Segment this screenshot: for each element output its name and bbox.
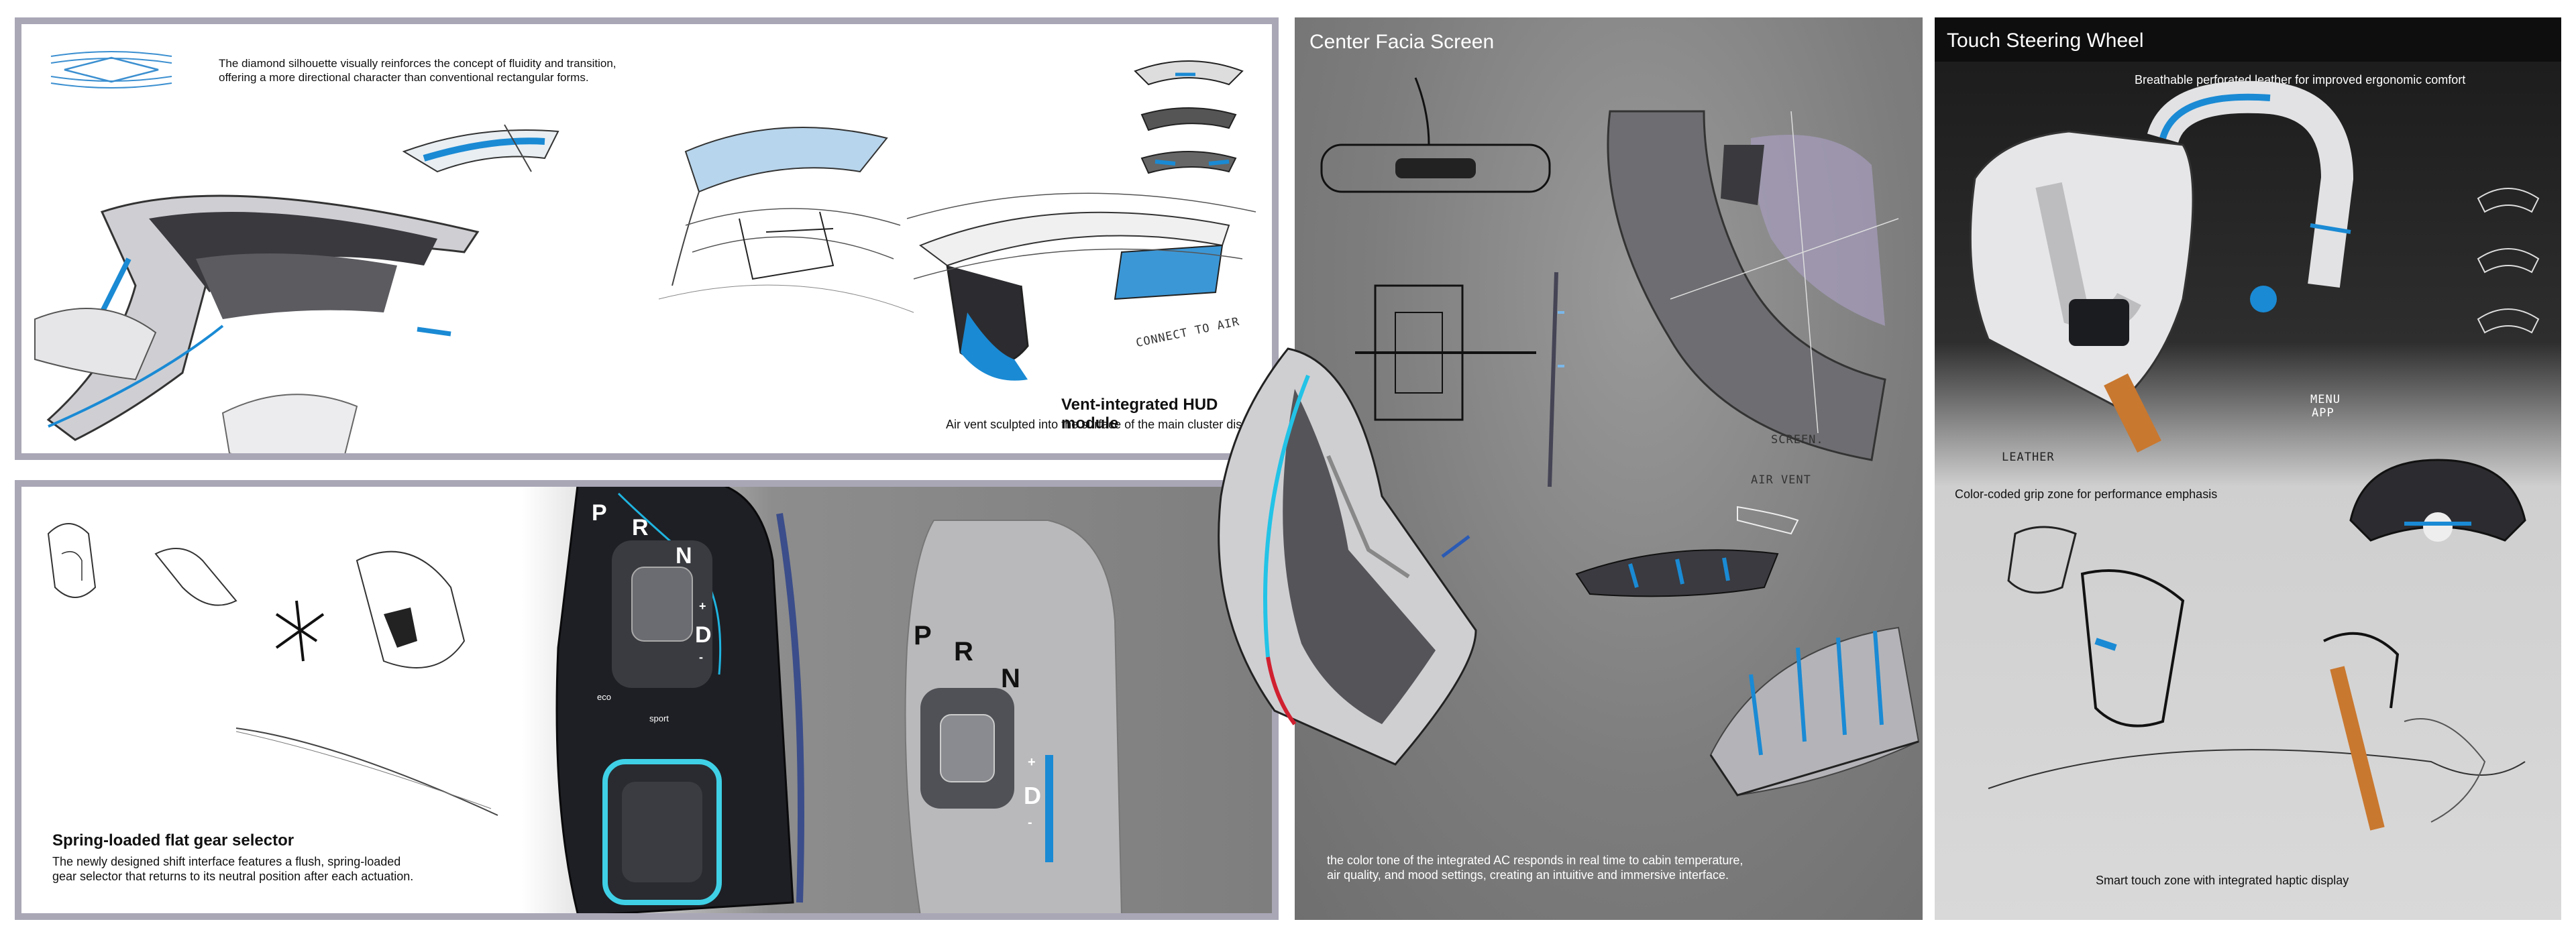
- steering-caption-mid: Color-coded grip zone for performance em…: [1955, 487, 2218, 501]
- gear-letter-p-grey: P: [914, 621, 932, 650]
- gear-letter-d-dark: D: [695, 622, 712, 648]
- gear-letter-r-grey: R: [954, 637, 973, 666]
- steering-thumbnail-sketches: [2477, 188, 2540, 334]
- center-facia-title: Center Facia Screen: [1309, 31, 1495, 53]
- steering-wireframe-sketches: [1988, 526, 2526, 831]
- facia-vent-render: [1709, 626, 1920, 797]
- sketch-note-air-vent: AIR VENT: [1751, 473, 1811, 487]
- gear-letter-n-grey: N: [1001, 664, 1020, 693]
- gear-heading: Spring-loaded flat gear selector: [52, 831, 294, 850]
- gear-letter-r-dark: R: [632, 515, 649, 540]
- sketch-note-menu: MENU: [2310, 393, 2341, 406]
- steering-title: Touch Steering Wheel: [1947, 30, 2144, 52]
- gear-caption-line-1: The newly designed shift interface featu…: [52, 855, 401, 868]
- mode-sport: sport: [649, 713, 669, 723]
- steering-title-bar: [1935, 17, 2561, 62]
- facia-caption-line-1: the color tone of the integrated AC resp…: [1327, 854, 1743, 867]
- center-facia-panel: Center Facia Screen SCREEN. AIR VENT the…: [1295, 17, 1923, 920]
- facia-side-sketches: [1320, 77, 1564, 487]
- dashboard-render-sketch: [34, 194, 480, 453]
- steering-top-view-render: [2349, 459, 2526, 542]
- sketch-note-screen: SCREEN.: [1771, 433, 1824, 447]
- hud-module-panel: The diamond silhouette visually reinforc…: [15, 17, 1279, 460]
- mode-eco: eco: [597, 692, 611, 702]
- gear-selector-render-grey: [904, 520, 1122, 913]
- gear-caption-line-2: gear selector that returns to its neutra…: [52, 870, 414, 883]
- facia-screen-sketch: [1607, 110, 1899, 461]
- hud-heading: Vent-integrated HUD module: [1061, 396, 1218, 432]
- gear-letter-n-dark: N: [676, 543, 692, 569]
- intro-line-2: offering a more directional character th…: [219, 71, 589, 84]
- steering-wheel-panel: Touch Steering Wheel Breathable perforat…: [1935, 17, 2561, 920]
- steering-caption-bottom: Smart touch zone with integrated haptic …: [2096, 874, 2349, 887]
- intro-line-1: The diamond silhouette visually reinforc…: [219, 57, 616, 70]
- gear-selector-panel: P R N D + - eco sport P R N D + - Spring…: [15, 480, 1279, 920]
- hud-variants-sketch: [1134, 60, 1244, 174]
- gear-plus-grey: +: [1028, 755, 1036, 770]
- steering-caption-top: Breathable perforated leather for improv…: [2135, 73, 2466, 86]
- sketch-note-app: APP: [2312, 406, 2334, 420]
- hud-side-sketch: [402, 124, 559, 173]
- center-facia-render: [1218, 347, 1477, 766]
- gear-minus-dark: -: [699, 650, 703, 664]
- gear-plus-dark: +: [699, 599, 706, 613]
- gear-selector-render-dark: [555, 487, 804, 913]
- sketch-note-leather: LEATHER: [2002, 451, 2055, 464]
- vent-hud-sketch: [906, 192, 1256, 381]
- gear-letter-p-dark: P: [592, 500, 607, 526]
- gear-minus-grey: -: [1028, 815, 1032, 830]
- gear-ideation-sketches: [47, 523, 498, 816]
- hud-caption: Air vent sculpted into the surface of th…: [946, 418, 1265, 431]
- steering-wheel-render: [1969, 80, 2354, 453]
- diamond-silhouette-icon: [50, 51, 172, 89]
- hud-wireframe-sketch: [658, 127, 914, 313]
- facia-vent-sketch: [1575, 506, 1799, 597]
- gear-letter-d-grey: D: [1024, 782, 1041, 809]
- facia-caption-line-2: air quality, and mood settings, creating…: [1327, 868, 1729, 882]
